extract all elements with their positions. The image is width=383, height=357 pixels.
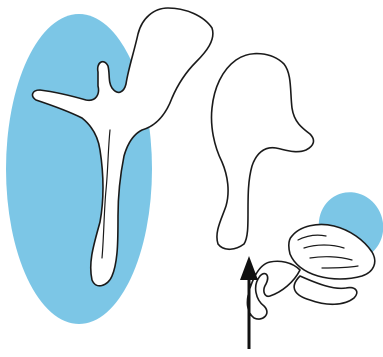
malleus-highlight-oval xyxy=(6,14,152,324)
incus-bone-shape xyxy=(211,54,313,250)
malleus-group xyxy=(6,8,213,324)
stapes-lower-arm xyxy=(294,276,357,304)
incus-group xyxy=(211,54,313,250)
stapes-group xyxy=(247,183,383,319)
arrow-head xyxy=(240,256,258,280)
stapes-crus xyxy=(247,261,300,319)
